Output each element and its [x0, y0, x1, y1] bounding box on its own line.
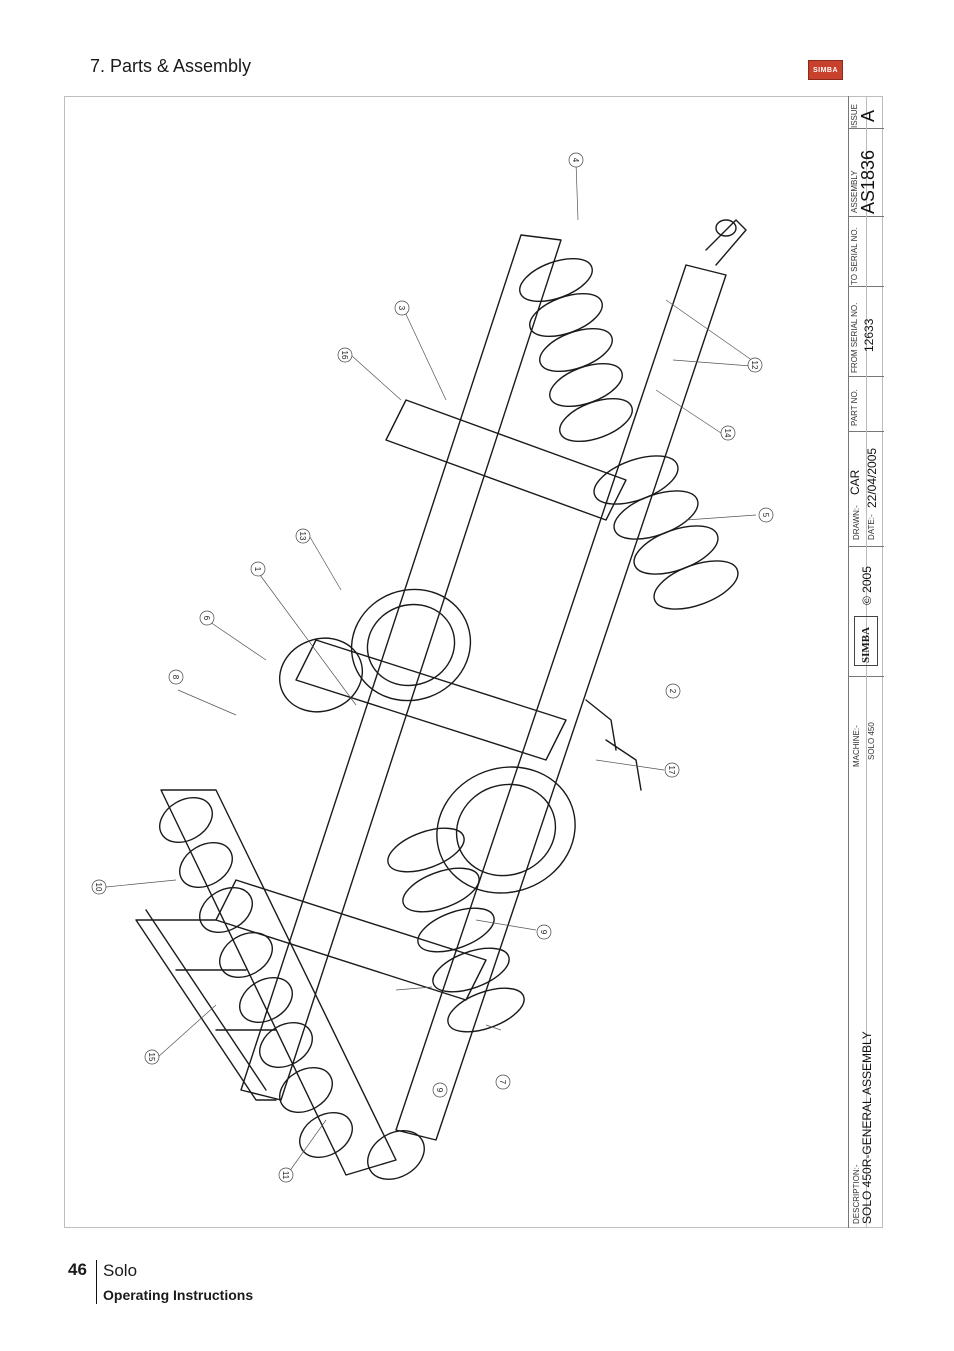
- drawn-value: CAR: [848, 469, 862, 495]
- drawing-frame: [64, 96, 883, 1228]
- callout-8: [168, 669, 184, 685]
- machine-label: MACHINE:-: [852, 725, 861, 767]
- callout-label-3: 3: [397, 306, 406, 311]
- footer-subtitle: Operating Instructions: [103, 1287, 254, 1303]
- callout-label-11: 11: [281, 1171, 290, 1180]
- callout-label-2: 2: [668, 689, 677, 694]
- title-block: [848, 96, 884, 1228]
- callout-label-16: 16: [340, 351, 349, 360]
- issue-value: A: [858, 109, 878, 122]
- date-label: DATE:-: [867, 514, 876, 540]
- callout-label-15: 15: [147, 1053, 156, 1062]
- callout-11: [278, 1167, 294, 1183]
- callout-label-17: 17: [667, 766, 676, 775]
- callout-12: [747, 357, 763, 373]
- from-serial-value: 12633: [862, 318, 876, 352]
- callout-4: [568, 152, 584, 168]
- callout-3: [394, 300, 410, 316]
- callout-label-13: 13: [298, 532, 307, 541]
- callout-14: [720, 425, 736, 441]
- callout-label-1: 1: [253, 567, 262, 572]
- callout-2: [665, 683, 681, 699]
- drawn-label: DRAWN:-: [852, 505, 861, 540]
- callout-label-10: 10: [94, 883, 103, 892]
- callout-label-9a: 9: [539, 930, 548, 935]
- callout-7: [495, 1074, 511, 1090]
- part-no-label: PART NO.: [850, 389, 859, 426]
- callout-label-4: 4: [571, 158, 580, 163]
- callout-label-14: 14: [723, 429, 732, 438]
- assembly-number: AS1836: [858, 149, 878, 214]
- footer-title: Solo: [103, 1261, 138, 1280]
- to-serial-label: TO SERIAL NO.: [850, 227, 859, 285]
- callout-label-7: 7: [498, 1080, 507, 1085]
- callout-13: [295, 528, 311, 544]
- page-number: 46: [68, 1260, 87, 1279]
- drawing-description: SOLO 450R-GENERAL ASSEMBLY: [860, 1031, 874, 1224]
- section-title: 7. Parts & Assembly: [90, 56, 252, 76]
- callout-9b: [432, 1082, 448, 1098]
- callout-9a: [536, 924, 552, 940]
- callout-16: [337, 347, 353, 363]
- footer-divider: [96, 1260, 97, 1304]
- callout-10: [91, 879, 107, 895]
- callout-6: [199, 610, 215, 626]
- callout-17: [664, 762, 680, 778]
- callout-label-6: 6: [202, 616, 211, 621]
- copyright-text: © 2005: [860, 566, 874, 605]
- machine-value: SOLO 450: [867, 722, 876, 760]
- title-block-logo: SIMBA: [854, 616, 878, 666]
- callout-1: [250, 561, 266, 577]
- callout-label-8: 8: [171, 675, 180, 680]
- callout-label-9b: 9: [435, 1088, 444, 1093]
- callout-label-5: 5: [761, 513, 770, 518]
- from-serial-label: FROM SERIAL NO.: [850, 302, 859, 373]
- callout-15: [144, 1049, 160, 1065]
- simba-logo: SIMBA: [808, 60, 843, 80]
- assembly-drawing: 1 2 3 4 5 6 7 8 9 9 10 11 12 13 14 15 16…: [91, 152, 774, 1183]
- callout-5: [758, 507, 774, 523]
- date-value: 22/04/2005: [865, 447, 879, 508]
- callout-label-12: 12: [750, 361, 759, 370]
